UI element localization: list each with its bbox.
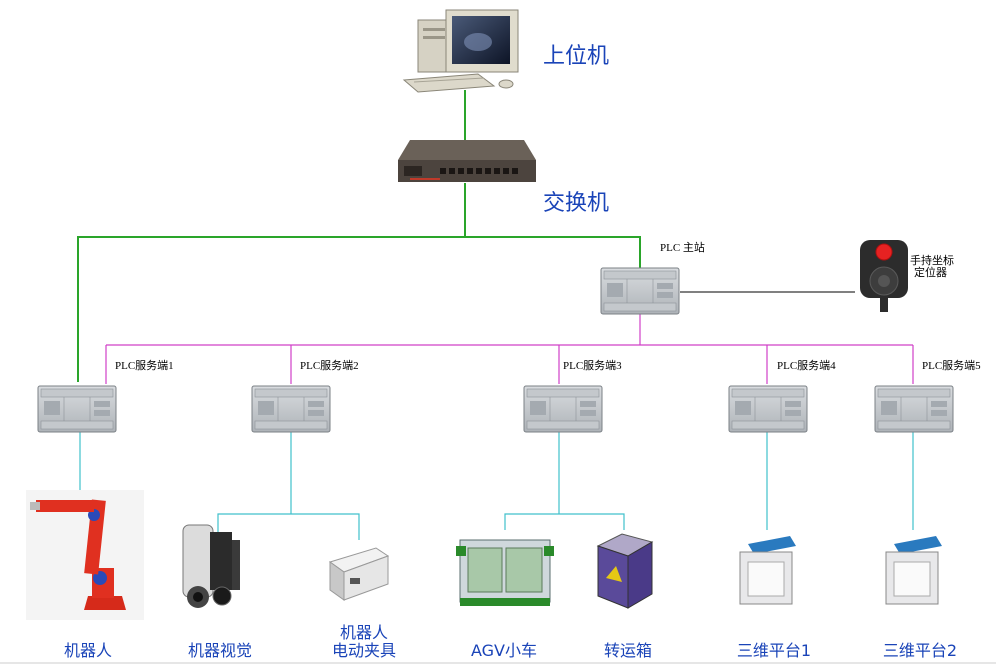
plc-master-icon xyxy=(600,267,680,315)
plc-server-4-icon xyxy=(728,385,808,433)
plc-server-5-icon xyxy=(874,385,954,433)
handheld-pendant-icon xyxy=(860,240,908,312)
switch-icon xyxy=(398,140,536,182)
agv-label: AGV小车 xyxy=(470,641,537,660)
plc-server-3-icon xyxy=(523,385,603,433)
platform-1-label: 三维平台1 xyxy=(736,641,812,660)
device-links xyxy=(79,432,914,540)
transfer-box-label: 转运箱 xyxy=(603,641,652,660)
transfer-box-icon xyxy=(596,533,654,609)
plc-server-5-label: PLC服务端5 xyxy=(922,360,981,372)
handheld-label-line2: 定位器 xyxy=(914,267,947,279)
plc-server-1-label: PLC服务端1 xyxy=(115,360,174,372)
agv-cart-icon xyxy=(456,539,554,606)
plc-server-4-label: PLC服务端4 xyxy=(777,360,836,372)
gripper-label-line1: 机器人 xyxy=(339,623,388,642)
platform-1-icon xyxy=(739,536,796,605)
machine-vision-label: 机器视觉 xyxy=(187,641,252,660)
plc-bus xyxy=(105,314,914,384)
robot-label: 机器人 xyxy=(63,641,112,660)
ethernet-links xyxy=(77,90,641,382)
computer-icon xyxy=(402,9,519,93)
plc-master-label: PLC 主站 xyxy=(660,242,705,254)
machine-vision-camera-icon xyxy=(182,524,240,608)
plc-server-3-label: PLC服务端3 xyxy=(563,360,622,372)
switch-label: 交换机 xyxy=(543,191,610,216)
handheld-label-line1: 手持坐标 xyxy=(910,255,954,267)
plc-server-2-icon xyxy=(251,385,331,433)
robot-arm-icon xyxy=(26,490,144,620)
gripper-label-line2: 电动夹具 xyxy=(331,641,396,660)
electric-gripper-icon xyxy=(328,547,390,601)
platform-2-icon xyxy=(885,536,942,605)
plc-server-2-label: PLC服务端2 xyxy=(300,360,359,372)
host-computer-label: 上位机 xyxy=(543,44,610,69)
platform-2-label: 三维平台2 xyxy=(882,641,958,660)
plc-server-1-icon xyxy=(37,385,117,433)
